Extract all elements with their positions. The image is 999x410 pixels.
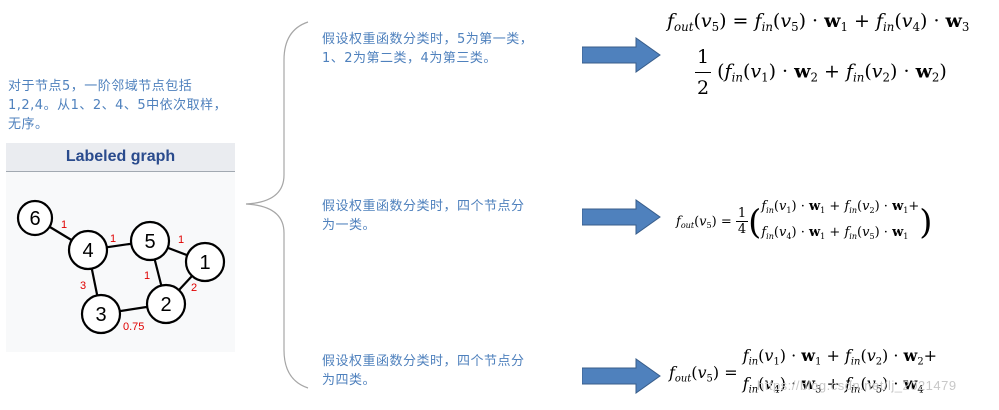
- right-arrow-icon: [582, 37, 661, 73]
- graph-title: Labeled graph: [6, 143, 235, 172]
- node-label-6: 6: [29, 208, 40, 230]
- node-label-3: 3: [95, 304, 106, 326]
- case-1-description: 假设权重函数分类时，5为第一类， 1、2为第二类，4为第三类。: [322, 32, 534, 66]
- node-5-circle: [129, 220, 171, 262]
- case-2-description: 假设权重函数分类时，四个节点分 为一类。: [322, 199, 525, 233]
- right-arrow-icon: [582, 199, 661, 235]
- node-label-4: 4: [82, 240, 93, 262]
- node-4-circle: [67, 229, 109, 271]
- node-1-circle: [184, 241, 226, 283]
- graph-diagram: 6 4 5 1 3 2 1 1 1 1 3 2 0.75: [16, 199, 226, 335]
- watermark: https://blog.csdn.net/lj_2021479: [757, 378, 957, 393]
- node-2-circle: [145, 283, 187, 325]
- formula-four-classes: fout(v5) = fin(v1) · w1 + fin(v2) · w2+f…: [669, 346, 938, 396]
- edge-label-5-1: 1: [178, 234, 184, 246]
- node-label-1: 1: [199, 252, 210, 274]
- node-label-2: 2: [160, 294, 171, 316]
- edge-label-5-2: 1: [144, 270, 150, 282]
- case-3-description: 假设权重函数分类时，四个节点分 为四类。: [322, 354, 525, 388]
- node-label-5: 5: [144, 231, 155, 253]
- left-description: 对于节点5，一阶邻域节点包括 1,2,4。从1、2、4、5中依次取样， 无序。: [8, 79, 228, 132]
- node-6-circle: [16, 199, 54, 237]
- curly-brace-icon: [245, 21, 309, 389]
- right-arrow-icon: [582, 358, 661, 394]
- edge-label-4-5: 1: [110, 233, 116, 245]
- edge-label-3-2: 0.75: [123, 321, 144, 333]
- edge-label-6-4: 1: [61, 219, 67, 231]
- node-3-circle: [80, 293, 122, 335]
- labeled-graph-card: Labeled graph 6 4 5 1 3 2 1: [6, 143, 235, 352]
- edge-label-1-2: 2: [191, 282, 197, 294]
- edge-label-4-3: 3: [80, 280, 86, 292]
- formula-three-classes: fout(v5) = fin(v5) · w1 + fin(v4) · w3 1…: [667, 10, 970, 100]
